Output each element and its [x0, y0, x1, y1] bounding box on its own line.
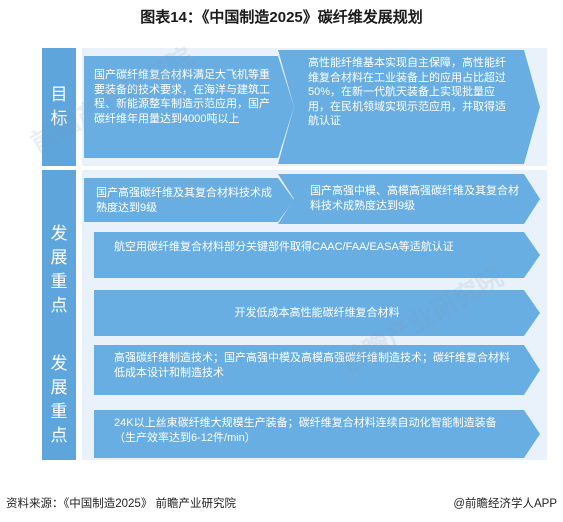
focus-1-row-2-text: 航空用碳纤维复合材料部分关键部件取得CAAC/FAA/EASA等适航认证 — [114, 241, 454, 253]
focus-1-row-2-box: 航空用碳纤维复合材料部分关键部件取得CAAC/FAA/EASA等适航认证 — [94, 232, 540, 278]
focus-1-row-3-text: 开发低成本高性能碳纤维复合材料 — [234, 306, 400, 319]
focus-1-left-box: 国产高强碳纤维及其复合材料技术成熟度达到9级 — [84, 178, 294, 222]
section-label-goal: 目标 — [42, 48, 76, 166]
goal-right-box: 高性能纤维基本实现自主保障，高性能纤维复合材料在工业装备上的应用占比超过50%，… — [278, 50, 540, 164]
goal-left-text: 国产碳纤维复合材料满足大飞机等重要装备的技术要求，在海洋与建筑工程、新能源整车制… — [94, 69, 270, 125]
goal-left-box: 国产碳纤维复合材料满足大飞机等重要装备的技术要求，在海洋与建筑工程、新能源整车制… — [84, 56, 294, 158]
plan-diagram: 目标 国产碳纤维复合材料满足大飞机等重要装备的技术要求，在海洋与建筑工程、新能源… — [42, 40, 547, 470]
focus-2-row-1-box: 高强碳纤维制造技术；国产高强中模及高模高强碳纤维制造技术；碳纤维复合材料低成本设… — [94, 345, 540, 395]
focus-2-row-2-box: 24K以上丝束碳纤维大规模生产装备；碳纤维复合材料连续自动化智能制造装备（生产效… — [94, 410, 540, 458]
focus-1-right-box: 国产高强中模、高模高强碳纤维及其复合材料技术成熟度达到9级 — [278, 174, 540, 224]
section-label-focus-2: 发展重点 — [42, 340, 76, 460]
focus-1-left-text: 国产高强碳纤维及其复合材料技术成熟度达到9级 — [96, 187, 272, 214]
focus-2-row-2-text: 24K以上丝束碳纤维大规模生产装备；碳纤维复合材料连续自动化智能制造装备（生产效… — [114, 417, 497, 444]
brand-credit: @前瞻经济学人APP — [453, 498, 557, 510]
focus-1-row-3-box: 开发低成本高性能碳纤维复合材料 — [94, 290, 540, 336]
focus-1-right-text: 国产高强中模、高模高强碳纤维及其复合材料技术成熟度达到9级 — [310, 185, 519, 212]
source-note: 资料来源：《中国制造2025》 前瞻产业研究院 — [6, 498, 237, 510]
focus-2-row-1-text: 高强碳纤维制造技术；国产高强中模及高模高强碳纤维制造技术；碳纤维复合材料低成本设… — [114, 352, 510, 379]
goal-right-text: 高性能纤维基本实现自主保障，高性能纤维复合材料在工业装备上的应用占比超过50%，… — [308, 57, 506, 127]
chart-title: 图表14：《中国制造2025》碳纤维发展规划 — [140, 9, 423, 26]
section-label-focus-1: 发展重点 — [42, 170, 76, 370]
